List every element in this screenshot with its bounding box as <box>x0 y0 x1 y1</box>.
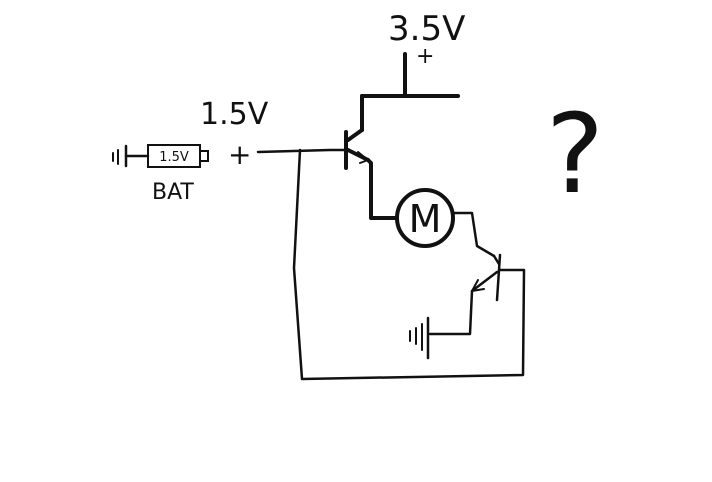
supply-voltage-label: 3.5V <box>388 9 465 49</box>
battery-name-label: BAT <box>152 180 194 205</box>
motor: M <box>395 188 455 248</box>
question-mark: ? <box>546 90 604 218</box>
battery-terminal <box>199 150 209 162</box>
motor-to-q2-wire <box>451 211 496 258</box>
motor-circle <box>395 188 455 248</box>
battery: 1.5V BAT <box>112 144 209 205</box>
q2-emitter-wire <box>428 289 474 336</box>
base-voltage-label: 1.5V <box>200 97 269 132</box>
q1-collector <box>346 128 364 142</box>
transistor-q1 <box>344 128 370 170</box>
q2-collector <box>492 254 501 266</box>
battery-plus-label: + <box>228 138 251 171</box>
battery-value-label: 1.5V <box>159 150 189 165</box>
transistor-q2 <box>470 253 502 302</box>
supply-plus-label: + <box>416 44 434 69</box>
motor-label: M <box>409 197 442 241</box>
q1-emitter-wire <box>366 158 398 220</box>
feedback-loop-wire <box>292 148 526 381</box>
q2-emitter <box>470 270 499 293</box>
base-input-wire <box>256 148 348 154</box>
ground-symbol-q2 <box>409 316 430 360</box>
